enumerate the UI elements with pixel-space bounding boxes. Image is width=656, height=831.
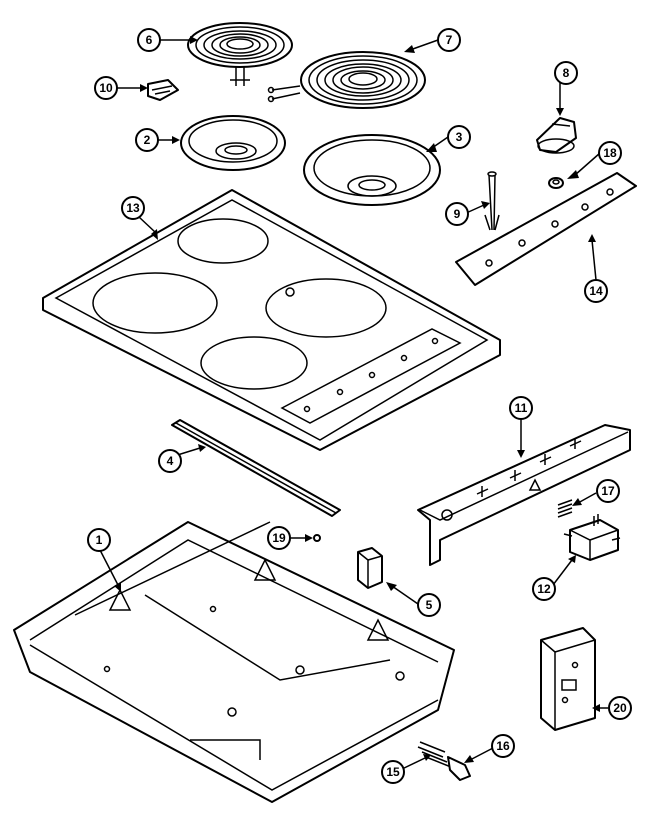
callout-14-label: 14: [589, 284, 603, 298]
small-drip-pan: [180, 115, 286, 171]
callout-15-label: 15: [386, 765, 400, 779]
callout-15: 15: [381, 760, 405, 784]
callout-9-label: 9: [454, 207, 461, 221]
callout-10-label: 10: [99, 81, 113, 95]
callout-18-label: 18: [603, 146, 617, 160]
callout-17-label: 17: [601, 484, 615, 498]
callout-14: 14: [584, 279, 608, 303]
power-cord: [417, 741, 471, 781]
callout-2: 2: [135, 128, 159, 152]
leader-lines: [99, 36, 608, 771]
callout-20-label: 20: [613, 701, 627, 715]
callout-1: 1: [87, 528, 111, 552]
callout-11-label: 11: [515, 401, 528, 415]
callout-8-label: 8: [563, 66, 570, 80]
callout-18: 18: [598, 141, 622, 165]
temperature-probe: [484, 171, 500, 231]
callout-9: 9: [445, 202, 469, 226]
callout-20: 20: [608, 696, 632, 720]
callout-17: 17: [596, 479, 620, 503]
callout-6-label: 6: [146, 33, 153, 47]
callout-7: 7: [437, 28, 461, 52]
callout-5: 5: [417, 593, 441, 617]
cooktop-base-pan: [13, 521, 455, 803]
electronic-control-box: [540, 627, 596, 731]
mounting-clip: [357, 547, 383, 589]
screw: [313, 534, 321, 542]
callout-1-label: 1: [96, 533, 103, 547]
callout-4-label: 4: [167, 454, 174, 468]
large-drip-pan: [303, 134, 441, 206]
cooktop-surface: [42, 189, 501, 451]
callout-12: 12: [532, 577, 556, 601]
callout-10: 10: [94, 76, 118, 100]
callout-7-label: 7: [446, 33, 453, 47]
switch-mounting-bracket: [417, 424, 631, 566]
control-knob: [536, 117, 577, 154]
infinite-switch: [563, 514, 621, 561]
callout-4: 4: [158, 449, 182, 473]
callout-16: 16: [491, 734, 515, 758]
callout-5-label: 5: [426, 598, 433, 612]
callout-13: 13: [121, 196, 145, 220]
callout-11: 11: [509, 396, 533, 420]
callout-12-label: 12: [537, 582, 551, 596]
callout-2-label: 2: [144, 133, 151, 147]
callout-16-label: 16: [496, 739, 510, 753]
callout-3: 3: [447, 125, 471, 149]
control-panel-bracket: [455, 172, 637, 286]
callout-3-label: 3: [456, 130, 463, 144]
knob-insert: [548, 177, 564, 189]
small-coil-element: [187, 22, 293, 86]
large-coil-element: [267, 51, 426, 109]
callout-13-label: 13: [126, 201, 140, 215]
callout-6: 6: [137, 28, 161, 52]
switch-spring: [557, 499, 573, 518]
trim-strip: [171, 419, 341, 517]
callout-8: 8: [554, 61, 578, 85]
callout-19: 19: [267, 526, 291, 550]
terminal-block: [147, 79, 179, 101]
callout-19-label: 19: [272, 531, 286, 545]
